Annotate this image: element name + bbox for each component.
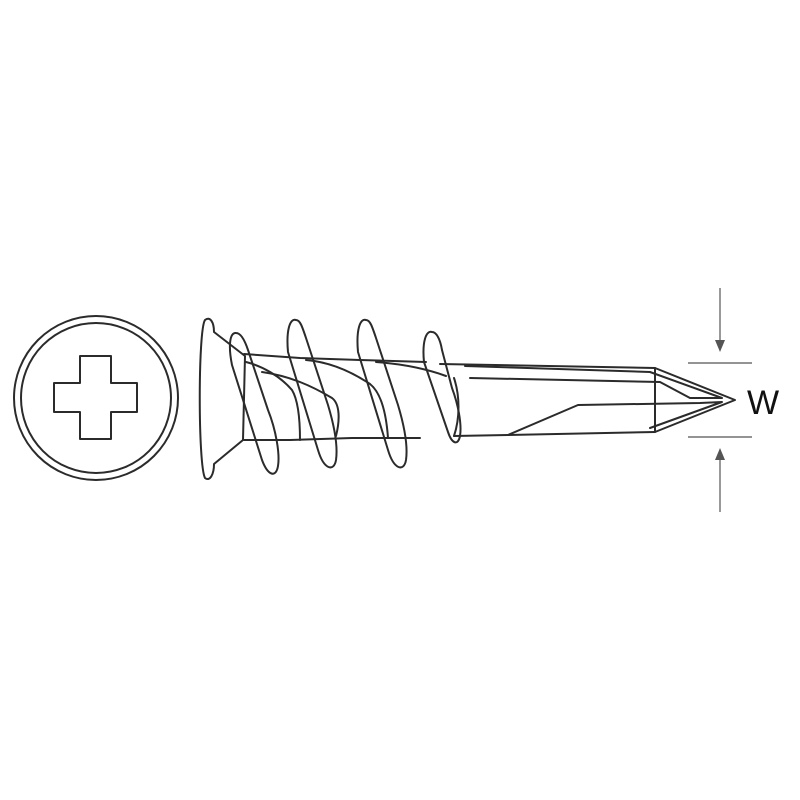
- countersunk-head: [198, 317, 246, 480]
- helix-line-4: [245, 361, 301, 441]
- head-inner-circle: [20, 322, 172, 474]
- thread-flank-3: [356, 318, 408, 469]
- shaft-end-cap: [453, 377, 460, 437]
- screw-head-end-view: [13, 315, 179, 481]
- head-outer-circle: [13, 315, 179, 481]
- helix-line-1: [261, 371, 340, 437]
- dimension-label-w: W: [747, 384, 779, 422]
- thread-flank-4: [422, 330, 462, 444]
- phillips-cross-icon: [53, 355, 138, 440]
- drill-flute-upper: [464, 365, 723, 399]
- width-dimension: W: [688, 288, 779, 512]
- shaft-top-edge: [439, 363, 656, 369]
- shaft-bottom-edge: [453, 431, 656, 437]
- drill-point: [654, 367, 736, 433]
- thread-flank-1: [228, 332, 280, 475]
- shank-top-edge: [243, 353, 427, 363]
- screw-side-view: [198, 317, 736, 480]
- arrow-up-icon: [715, 448, 725, 460]
- helix-line-3: [375, 361, 447, 377]
- arrow-down-icon: [715, 340, 725, 352]
- drill-flute-lower: [507, 401, 723, 436]
- helix-line-2: [305, 359, 389, 439]
- shank-bottom-edge: [243, 437, 421, 441]
- thread-flank-2: [286, 318, 338, 469]
